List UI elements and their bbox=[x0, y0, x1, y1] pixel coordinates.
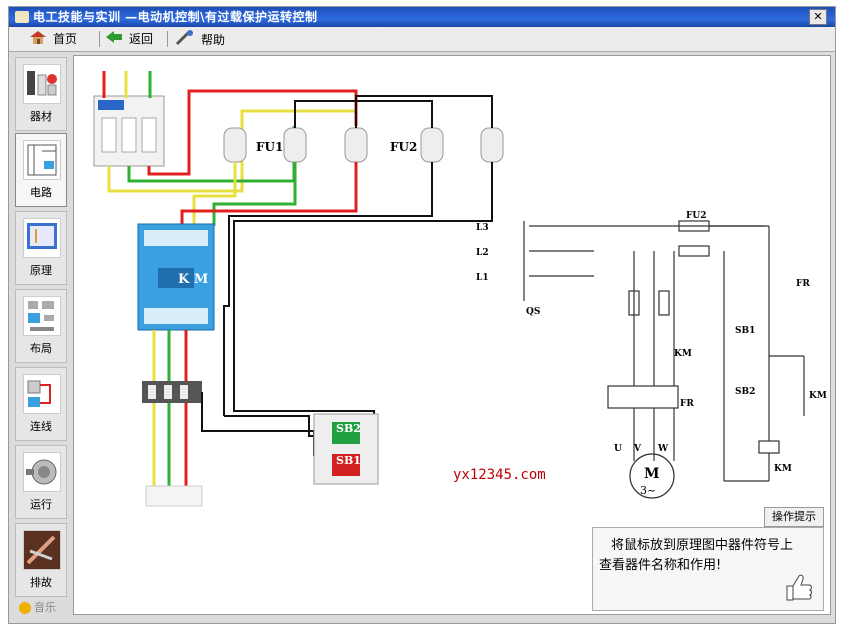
nav-label: 连线 bbox=[30, 420, 52, 433]
nav-item-troubleshoot[interactable]: 排故 bbox=[15, 523, 67, 597]
app-icon bbox=[15, 11, 29, 23]
nav-item-circuit[interactable]: 电路 bbox=[15, 133, 67, 207]
home-icon bbox=[29, 30, 47, 49]
toolbar-divider bbox=[167, 31, 168, 47]
motor-m-label: M bbox=[644, 466, 660, 482]
wiring-diagram: FU1 FU2 K M bbox=[93, 71, 827, 507]
help-label: 帮助 bbox=[201, 33, 226, 47]
sb1-label: SB1 bbox=[336, 454, 361, 467]
nav-item-wiring[interactable]: 连线 bbox=[15, 367, 67, 441]
nav-label: 布局 bbox=[30, 342, 52, 355]
help-button[interactable]: 帮助 bbox=[175, 30, 225, 48]
back-label: 返回 bbox=[129, 32, 154, 46]
nav-label: 器材 bbox=[30, 110, 52, 123]
km-label: K M bbox=[178, 272, 208, 287]
nav-label: 原理 bbox=[30, 264, 52, 277]
l2-label: L2 bbox=[476, 248, 489, 258]
l3-label: L3 bbox=[476, 223, 489, 233]
music-toggle[interactable]: 音乐 bbox=[19, 599, 56, 615]
sb2-schematic-label: SB2 bbox=[735, 387, 755, 397]
diagram-area: FU1 FU2 K M bbox=[73, 55, 831, 615]
sb1-schematic-label: SB1 bbox=[735, 326, 755, 336]
contactor-km[interactable] bbox=[137, 223, 215, 331]
close-button[interactable]: ✕ bbox=[809, 9, 827, 25]
qs-label: QS bbox=[526, 307, 540, 317]
window-title: 电工技能与实训 —电动机控制\有过载保护运转控制 bbox=[33, 10, 318, 24]
l1-label: L1 bbox=[476, 273, 489, 283]
troubleshoot-icon bbox=[23, 530, 61, 570]
nav-label: 电路 bbox=[30, 186, 52, 199]
nav-item-components[interactable]: 器材 bbox=[15, 57, 67, 131]
toolbar-divider bbox=[99, 31, 100, 47]
nav-label: 运行 bbox=[30, 498, 52, 511]
fr-main-label: FR bbox=[680, 399, 694, 409]
toolbar: 首页 返回 帮助 bbox=[9, 27, 835, 52]
v-label: V bbox=[633, 444, 642, 454]
components-icon bbox=[23, 64, 61, 104]
music-icon bbox=[19, 602, 31, 614]
nav-label: 排故 bbox=[30, 576, 52, 589]
left-nav-panel: 器材 电路 原理 布局 连线 bbox=[15, 57, 67, 617]
title-bar: 电工技能与实训 —电动机控制\有过载保护运转控制 ✕ bbox=[9, 7, 835, 27]
wiring-icon bbox=[23, 374, 61, 414]
w-label: W bbox=[657, 444, 669, 454]
back-arrow-icon bbox=[105, 30, 123, 49]
hint-tab[interactable]: 操作提示 bbox=[764, 507, 824, 527]
nav-item-principle[interactable]: 原理 bbox=[15, 211, 67, 285]
km-coil-label: KM bbox=[774, 464, 792, 474]
hint-text: 将鼠标放到原理图中器件符号上查看器件名称和作用! bbox=[599, 538, 794, 573]
music-label: 音乐 bbox=[34, 601, 56, 614]
app-window: 电工技能与实训 —电动机控制\有过载保护运转控制 ✕ 首页 返回 帮助 器材 bbox=[8, 6, 836, 624]
fu2-schematic-label: FU2 bbox=[686, 211, 707, 221]
fuse-fu2[interactable] bbox=[420, 127, 504, 163]
km-aux-label: KM bbox=[809, 391, 827, 401]
sb2-label: SB2 bbox=[336, 422, 361, 435]
home-label: 首页 bbox=[53, 32, 78, 46]
u-label: U bbox=[614, 444, 622, 454]
button-station[interactable] bbox=[313, 413, 379, 485]
schematic bbox=[523, 220, 805, 499]
watermark: yx12345.com bbox=[453, 467, 546, 483]
run-icon bbox=[23, 452, 61, 492]
fuse-fu1[interactable] bbox=[223, 127, 368, 163]
fr-ctrl-label: FR bbox=[796, 279, 810, 289]
motor-phase-label: 3~ bbox=[640, 484, 656, 497]
motor-terminals[interactable] bbox=[145, 485, 203, 507]
fu1-label: FU1 bbox=[256, 140, 283, 154]
circuit-breaker[interactable] bbox=[93, 95, 165, 167]
circuit-icon bbox=[23, 140, 61, 180]
thumbs-up-icon bbox=[781, 570, 815, 604]
home-button[interactable]: 首页 bbox=[29, 30, 77, 48]
help-tool-icon bbox=[175, 30, 195, 51]
nav-item-run[interactable]: 运行 bbox=[15, 445, 67, 519]
hint-box: 将鼠标放到原理图中器件符号上查看器件名称和作用! bbox=[592, 527, 824, 611]
principle-icon bbox=[23, 218, 61, 258]
km-main-label: KM bbox=[674, 349, 692, 359]
nav-item-layout[interactable]: 布局 bbox=[15, 289, 67, 363]
back-button[interactable]: 返回 bbox=[105, 30, 153, 48]
fu2-label: FU2 bbox=[390, 140, 417, 154]
overload-relay-fr[interactable] bbox=[142, 381, 202, 403]
layout-icon bbox=[23, 296, 61, 336]
